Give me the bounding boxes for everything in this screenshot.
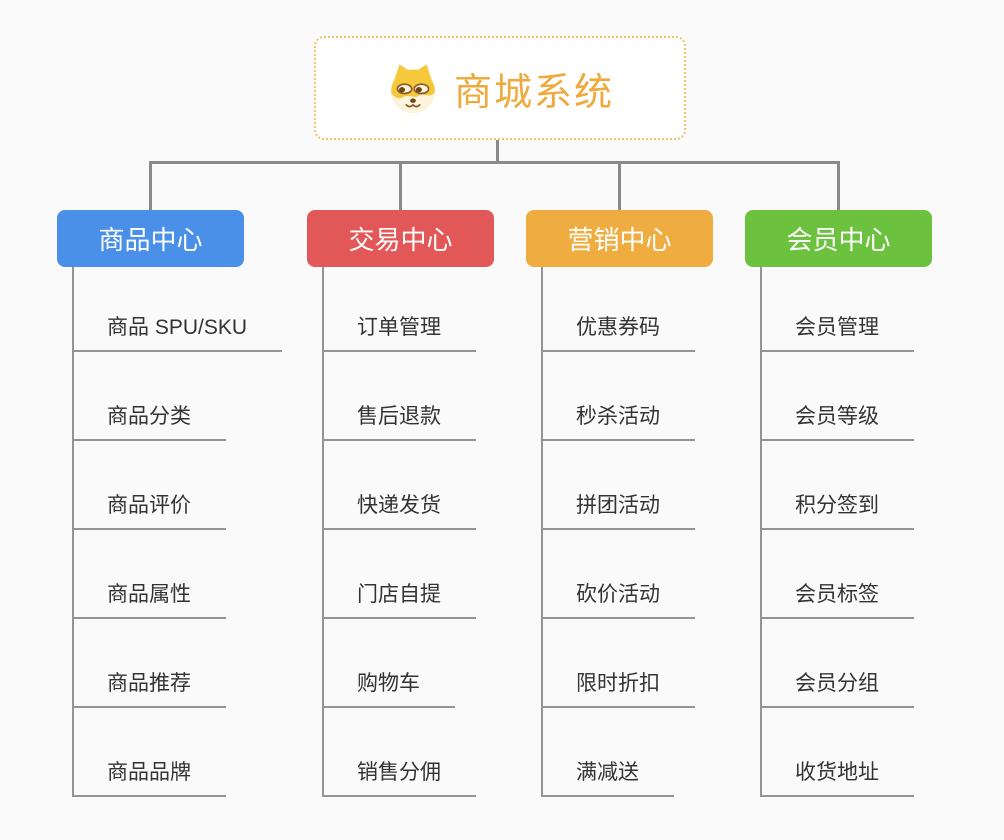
leaf-node[interactable]: 满减送 bbox=[543, 708, 674, 797]
connector-horizontal-bar bbox=[150, 161, 840, 164]
leaf-label: 商品属性 bbox=[107, 583, 191, 606]
branch-member-leaves: 会员管理 会员等级 积分签到 会员标签 会员分组 收货地址 bbox=[760, 267, 914, 797]
branch-member-center: 会员中心 会员管理 会员等级 积分签到 会员标签 会员分组 收货地址 bbox=[745, 210, 932, 797]
leaf-label: 会员标签 bbox=[795, 583, 879, 606]
leaf-node[interactable]: 商品品牌 bbox=[74, 708, 226, 797]
leaf-node[interactable]: 订单管理 bbox=[324, 267, 476, 352]
leaf-node[interactable]: 会员管理 bbox=[762, 267, 914, 352]
leaf-node[interactable]: 优惠券码 bbox=[543, 267, 695, 352]
leaf-node[interactable]: 限时折扣 bbox=[543, 619, 695, 708]
connector-drop-member bbox=[837, 161, 840, 211]
leaf-node[interactable]: 门店自提 bbox=[324, 530, 476, 619]
leaf-node[interactable]: 砍价活动 bbox=[543, 530, 695, 619]
leaf-node[interactable]: 商品 SPU/SKU bbox=[74, 267, 283, 352]
leaf-node[interactable]: 秒杀活动 bbox=[543, 352, 695, 441]
leaf-label: 满减送 bbox=[576, 761, 639, 784]
leaf-label: 秒杀活动 bbox=[576, 405, 660, 428]
branch-product-center: 商品中心 商品 SPU/SKU 商品分类 商品评价 商品属性 商品推荐 商品品牌 bbox=[57, 210, 283, 797]
leaf-label: 商品 SPU/SKU bbox=[107, 316, 248, 339]
branch-trade-leaves: 订单管理 售后退款 快递发货 门店自提 购物车 销售分佣 bbox=[322, 267, 476, 797]
leaf-label: 积分签到 bbox=[795, 494, 879, 517]
leaf-label: 订单管理 bbox=[357, 316, 441, 339]
leaf-label: 商品评价 bbox=[107, 494, 191, 517]
leaf-label: 优惠券码 bbox=[576, 316, 660, 339]
leaf-label: 门店自提 bbox=[357, 583, 441, 606]
branch-node-marketing[interactable]: 营销中心 bbox=[526, 210, 713, 267]
leaf-label: 售后退款 bbox=[357, 405, 441, 428]
leaf-label: 快递发货 bbox=[357, 494, 441, 517]
leaf-label: 商品分类 bbox=[107, 405, 191, 428]
leaf-node[interactable]: 积分签到 bbox=[762, 441, 914, 530]
leaf-label: 会员等级 bbox=[795, 405, 879, 428]
branch-node-product[interactable]: 商品中心 bbox=[57, 210, 244, 267]
branch-node-member[interactable]: 会员中心 bbox=[745, 210, 932, 267]
root-title: 商城系统 bbox=[453, 71, 614, 114]
leaf-label: 限时折扣 bbox=[576, 672, 660, 695]
leaf-label: 会员分组 bbox=[795, 672, 879, 695]
branch-trade-center: 交易中心 订单管理 售后退款 快递发货 门店自提 购物车 销售分佣 bbox=[307, 210, 494, 797]
leaf-node[interactable]: 商品评价 bbox=[74, 441, 226, 530]
leaf-label: 购物车 bbox=[357, 672, 420, 695]
branch-marketing-center: 营销中心 优惠券码 秒杀活动 拼团活动 砍价活动 限时折扣 满减送 bbox=[526, 210, 713, 797]
leaf-node[interactable]: 会员分组 bbox=[762, 619, 914, 708]
branch-marketing-leaves: 优惠券码 秒杀活动 拼团活动 砍价活动 限时折扣 满减送 bbox=[541, 267, 695, 797]
leaf-label: 商品推荐 bbox=[107, 672, 191, 695]
connector-drop-trade bbox=[399, 161, 402, 211]
leaf-label: 收货地址 bbox=[795, 761, 879, 784]
dog-face-icon bbox=[391, 64, 435, 114]
leaf-node[interactable]: 销售分佣 bbox=[324, 708, 476, 797]
leaf-node[interactable]: 收货地址 bbox=[762, 708, 914, 797]
branch-product-leaves: 商品 SPU/SKU 商品分类 商品评价 商品属性 商品推荐 商品品牌 bbox=[72, 267, 283, 797]
branch-node-trade[interactable]: 交易中心 bbox=[307, 210, 494, 267]
leaf-node[interactable]: 商品推荐 bbox=[74, 619, 226, 708]
leaf-node[interactable]: 售后退款 bbox=[324, 352, 476, 441]
leaf-node[interactable]: 会员标签 bbox=[762, 530, 914, 619]
connector-drop-marketing bbox=[618, 161, 621, 211]
leaf-label: 会员管理 bbox=[795, 316, 879, 339]
leaf-label: 商品品牌 bbox=[107, 761, 191, 784]
leaf-node[interactable]: 购物车 bbox=[324, 619, 455, 708]
leaf-label: 砍价活动 bbox=[576, 583, 660, 606]
leaf-node[interactable]: 拼团活动 bbox=[543, 441, 695, 530]
leaf-node[interactable]: 商品分类 bbox=[74, 352, 226, 441]
leaf-node[interactable]: 会员等级 bbox=[762, 352, 914, 441]
connector-root-stem bbox=[496, 140, 499, 164]
leaf-label: 销售分佣 bbox=[357, 761, 441, 784]
leaf-node[interactable]: 快递发货 bbox=[324, 441, 476, 530]
leaf-label: 拼团活动 bbox=[576, 494, 660, 517]
connector-drop-product bbox=[149, 161, 152, 211]
root-node[interactable]: 商城系统 bbox=[314, 36, 686, 140]
leaf-node[interactable]: 商品属性 bbox=[74, 530, 226, 619]
